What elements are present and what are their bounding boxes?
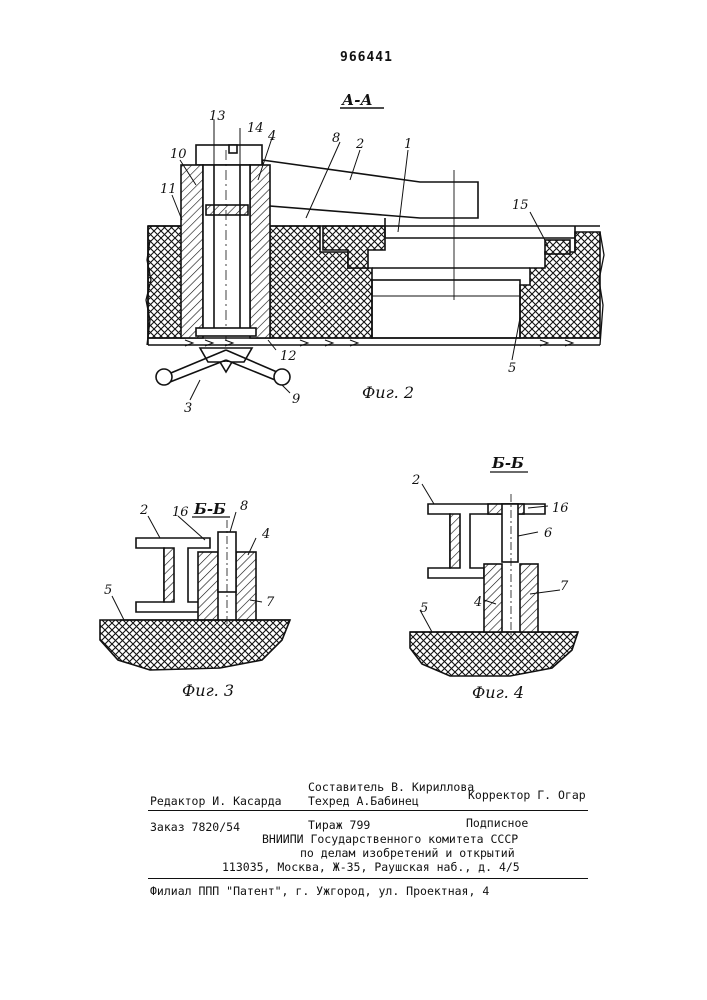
section-label-b-b-fig4: Б-Б bbox=[491, 454, 524, 472]
compiler: Составитель В. Кириллова bbox=[308, 780, 474, 794]
corrector: Корректор Г. Огар bbox=[468, 788, 586, 802]
editor: Редактор И. Касарда bbox=[150, 794, 282, 808]
fig4-callout-16: 16 bbox=[552, 501, 569, 516]
rule-1 bbox=[148, 810, 588, 811]
pin-6 bbox=[502, 504, 518, 562]
order: Заказ 7820/54 bbox=[150, 820, 240, 834]
callout-10: 10 bbox=[170, 147, 187, 162]
ball-left bbox=[156, 369, 172, 385]
org-line-1: ВНИИПИ Государственного комитета СССР bbox=[262, 832, 518, 846]
body-left-block bbox=[148, 226, 184, 338]
base-5 bbox=[410, 632, 578, 676]
callout-4: 4 bbox=[267, 129, 276, 144]
subscription: Подписное bbox=[466, 816, 528, 830]
fig4-callout-6: 6 bbox=[544, 526, 552, 541]
caption-fig-4: Фиг. 4 bbox=[472, 683, 524, 702]
circulation: Тираж 799 bbox=[308, 818, 370, 832]
fig3-callout-2: 2 bbox=[139, 503, 148, 518]
callout-2: 2 bbox=[355, 137, 364, 152]
fig3-callout-7: 7 bbox=[266, 595, 275, 610]
callout-12: 12 bbox=[280, 349, 297, 364]
figure-3: Б-Б 2 16 8 4 5 7 Фиг. 3 bbox=[100, 499, 290, 700]
callout-15: 15 bbox=[512, 198, 529, 213]
figure-4: Б-Б 2 16 6 7 4 5 Фиг. 4 bbox=[410, 454, 578, 702]
callout-13: 13 bbox=[209, 109, 226, 124]
sleeve-4-left bbox=[484, 564, 502, 632]
fig3-callout-5: 5 bbox=[104, 583, 112, 598]
fig3-callout-8: 8 bbox=[240, 499, 248, 514]
callout-1: 1 bbox=[404, 137, 412, 152]
lever-2 bbox=[262, 160, 478, 218]
fig3-callout-16: 16 bbox=[172, 505, 189, 520]
seal-15 bbox=[545, 240, 570, 254]
patent-number: 966441 bbox=[340, 50, 393, 65]
callout-14: 14 bbox=[247, 121, 264, 136]
section-label-b-b-fig3: Б-Б bbox=[193, 500, 226, 518]
section-label-a-a: А-А bbox=[341, 91, 373, 109]
callout-9: 9 bbox=[292, 392, 300, 407]
fig3-callout-4: 4 bbox=[261, 527, 270, 542]
sleeve-4-right bbox=[236, 552, 256, 620]
sleeve-4-right bbox=[520, 564, 538, 632]
address: 113035, Москва, Ж-35, Раушская наб., д. … bbox=[222, 860, 520, 874]
sleeve-10 bbox=[250, 165, 270, 338]
caption-fig-2: Фиг. 2 bbox=[362, 383, 414, 402]
ball-right bbox=[274, 369, 290, 385]
callout-5: 5 bbox=[508, 361, 516, 376]
sleeve-4-left bbox=[198, 552, 218, 620]
caption-fig-3: Фиг. 3 bbox=[182, 681, 234, 700]
callout-8: 8 bbox=[332, 131, 340, 146]
fig4-callout-2: 2 bbox=[411, 473, 420, 488]
callout-11: 11 bbox=[160, 182, 177, 197]
fig4-callout-5: 5 bbox=[420, 601, 428, 616]
fig4-callout-7: 7 bbox=[560, 579, 569, 594]
rule-2 bbox=[148, 878, 588, 879]
figure-2: А-А bbox=[146, 91, 604, 416]
base-5 bbox=[100, 620, 290, 670]
sleeve-11 bbox=[181, 165, 203, 338]
branch: Филиал ППП "Патент", г. Ужгород, ул. Про… bbox=[150, 884, 489, 898]
tech-editor: Техред А.Бабинец bbox=[308, 794, 419, 808]
org-line-2: по делам изобретений и открытий bbox=[300, 846, 515, 860]
fig4-callout-4: 4 bbox=[473, 595, 482, 610]
callout-3: 3 bbox=[184, 401, 192, 416]
